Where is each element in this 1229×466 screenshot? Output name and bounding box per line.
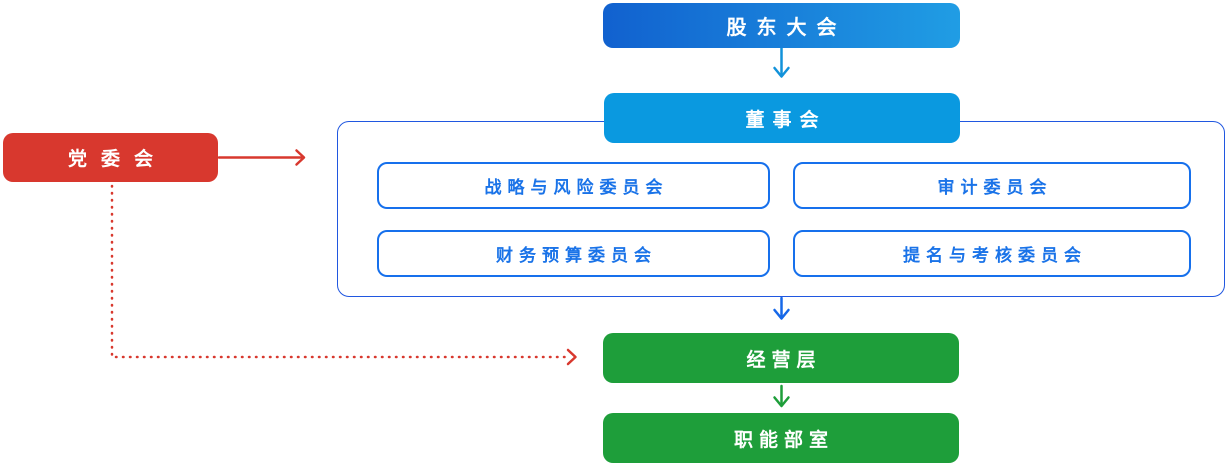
node-board-of-directors: 董事会 [604, 93, 960, 143]
node-board-of-directors-label: 董事会 [745, 109, 827, 131]
node-committee-nomination-assessment-label: 提名与考核委员会 [903, 246, 1087, 265]
node-functional-departments: 职能部室 [603, 413, 959, 463]
node-committee-strategy-risk-label: 战略与风险委员会 [484, 178, 669, 197]
node-functional-departments-label: 职能部室 [733, 429, 834, 451]
node-shareholders-meeting-label: 股东大会 [726, 17, 847, 39]
node-shareholders-meeting: 股东大会 [603, 3, 960, 48]
arrow-board-to-management [773, 296, 790, 320]
node-management: 经营层 [603, 333, 959, 383]
node-committee-financial-budget-label: 财务预算委员会 [496, 246, 657, 265]
node-committee-financial-budget: 财务预算委员会 [377, 230, 770, 277]
arrow-shareholders-to-board [773, 46, 790, 78]
node-committee-nomination-assessment: 提名与考核委员会 [793, 230, 1191, 277]
node-party-committee-label: 党委会 [67, 149, 167, 170]
node-management-label: 经营层 [746, 349, 822, 371]
node-committee-strategy-risk: 战略与风险委员会 [377, 162, 770, 209]
arrow-management-to-functional [773, 384, 790, 408]
arrow-party-to-board-container [217, 149, 306, 166]
node-committee-audit: 审计委员会 [793, 162, 1191, 209]
node-party-committee: 党委会 [3, 133, 218, 182]
node-committee-audit-label: 审计委员会 [937, 178, 1053, 197]
